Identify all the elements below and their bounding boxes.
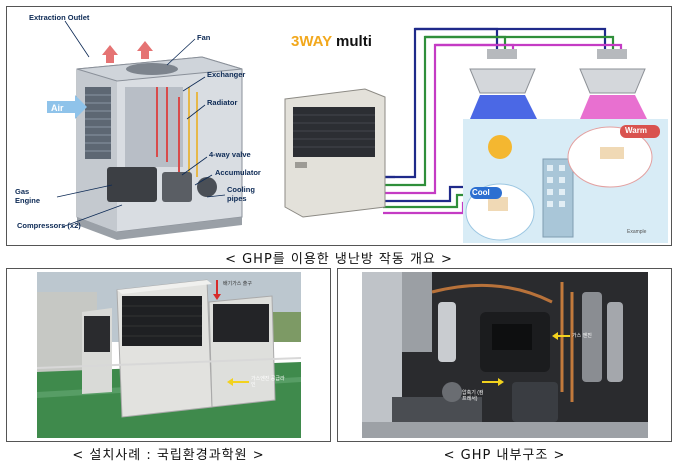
annotation-gas-supply: 가스엔진 공급라인 bbox=[251, 376, 285, 388]
label-radiator: Radiator bbox=[207, 98, 238, 107]
internal-structure-illustration bbox=[362, 272, 648, 438]
annotation-compressor: 압축기 (컴프레서) bbox=[462, 390, 484, 402]
internal-structure-photo: 가스 엔진 압축기 (컴프레서) bbox=[362, 272, 648, 438]
label-air: Air bbox=[51, 103, 64, 113]
system-illustration bbox=[284, 27, 668, 243]
ghp-cutaway-diagram: Extraction Outlet Fan Exchanger Radiator… bbox=[7, 7, 272, 245]
installation-photo: 배기가스 출구 가스엔진 공급라인 bbox=[37, 272, 301, 438]
annotation-gas-engine: 가스 엔진 bbox=[572, 333, 592, 339]
label-warm: Warm bbox=[625, 126, 647, 135]
top-caption: < GHP를 이용한 냉난방 작동 개요 > bbox=[225, 252, 453, 267]
annotation-exhaust-outlet: 배기가스 출구 bbox=[223, 281, 252, 287]
label-example: Example bbox=[627, 229, 647, 235]
3way-multi-system-diagram: 3WAY multi bbox=[275, 7, 671, 245]
label-exchanger: Exchanger bbox=[207, 70, 246, 79]
label-fan: Fan bbox=[197, 33, 211, 42]
system-title-rest: multi bbox=[331, 33, 372, 50]
internal-structure-panel: 가스 엔진 압축기 (컴프레서) bbox=[337, 268, 672, 442]
bottom-right-caption: < GHP 내부구조 > bbox=[443, 448, 566, 463]
label-gas-engine: Gas Engine bbox=[15, 187, 41, 205]
ghp-cutaway-illustration bbox=[47, 20, 243, 240]
label-cooling-pipes: Cooling pipes bbox=[227, 185, 255, 203]
installation-photo-panel: 배기가스 출구 가스엔진 공급라인 bbox=[6, 268, 331, 442]
label-accumulator: Accumulator bbox=[215, 168, 261, 177]
label-compressors: Compressors (x2) bbox=[17, 221, 81, 230]
label-cool: Cool bbox=[472, 188, 490, 197]
installation-photo-illustration bbox=[37, 272, 301, 438]
bottom-left-caption: < 설치사례 : 국립환경과학원 > bbox=[72, 448, 265, 463]
top-figure-panel: Extraction Outlet Fan Exchanger Radiator… bbox=[6, 6, 672, 246]
label-extraction-outlet: Extraction Outlet bbox=[29, 13, 90, 22]
system-title: 3WAY multi bbox=[291, 33, 372, 50]
label-4way-valve: 4-way valve bbox=[209, 150, 251, 159]
system-title-accent: 3WAY bbox=[291, 33, 332, 50]
